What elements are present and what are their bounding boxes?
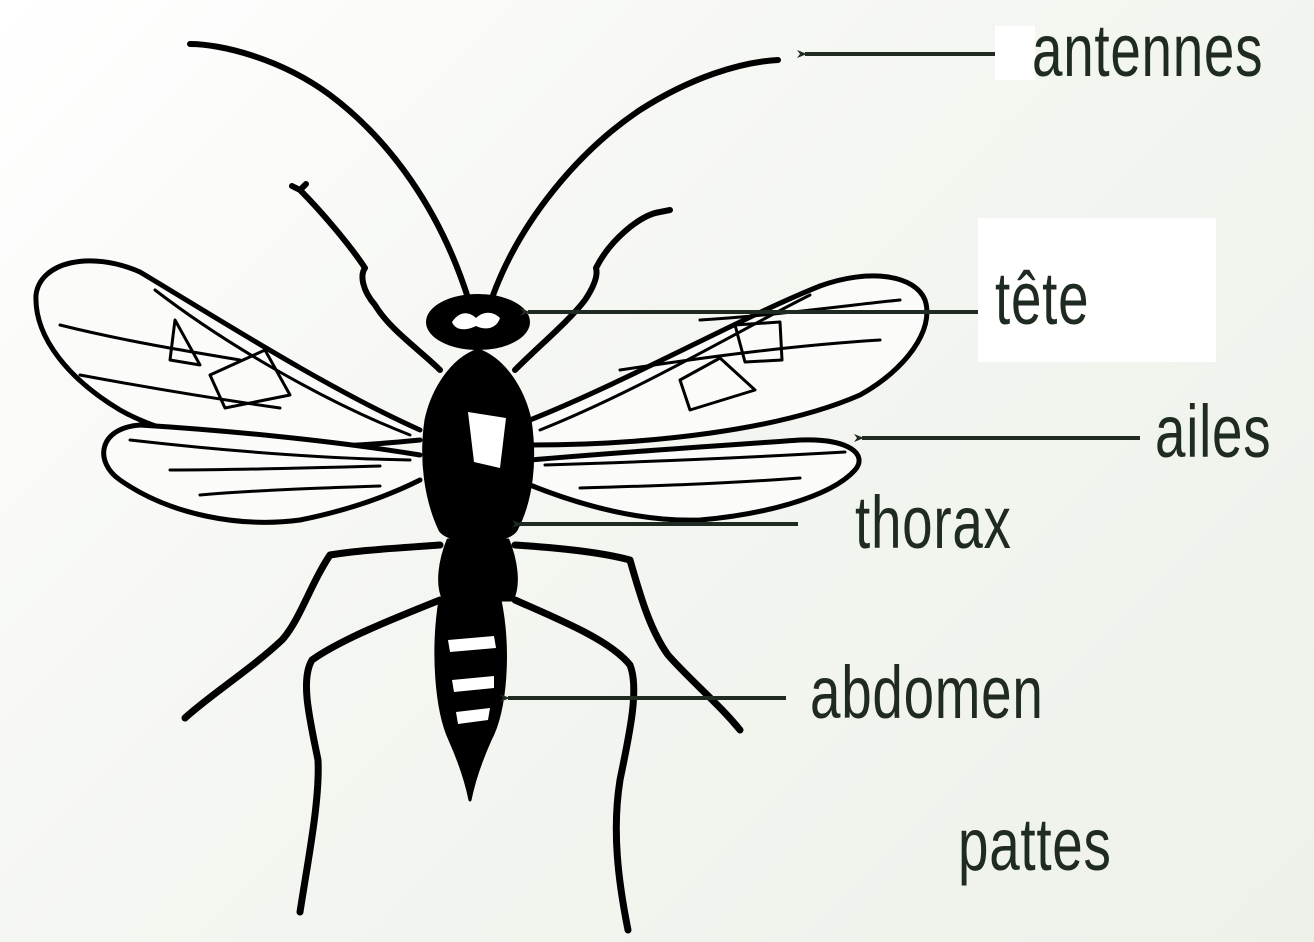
right-forewing	[530, 276, 927, 445]
label-antennes: antennes	[1032, 14, 1263, 88]
label-abdomen: abdomen	[810, 656, 1044, 730]
label-tete: tête	[995, 262, 1089, 336]
insect-illustration	[36, 44, 927, 930]
label-pattes: pattes	[958, 808, 1112, 882]
abdomen-shape	[436, 600, 506, 800]
label-thorax: thorax	[855, 486, 1012, 560]
petiole-shape	[440, 540, 517, 600]
antennae	[190, 44, 778, 298]
label-ailes: ailes	[1155, 395, 1271, 469]
right-hindwing	[530, 440, 859, 520]
